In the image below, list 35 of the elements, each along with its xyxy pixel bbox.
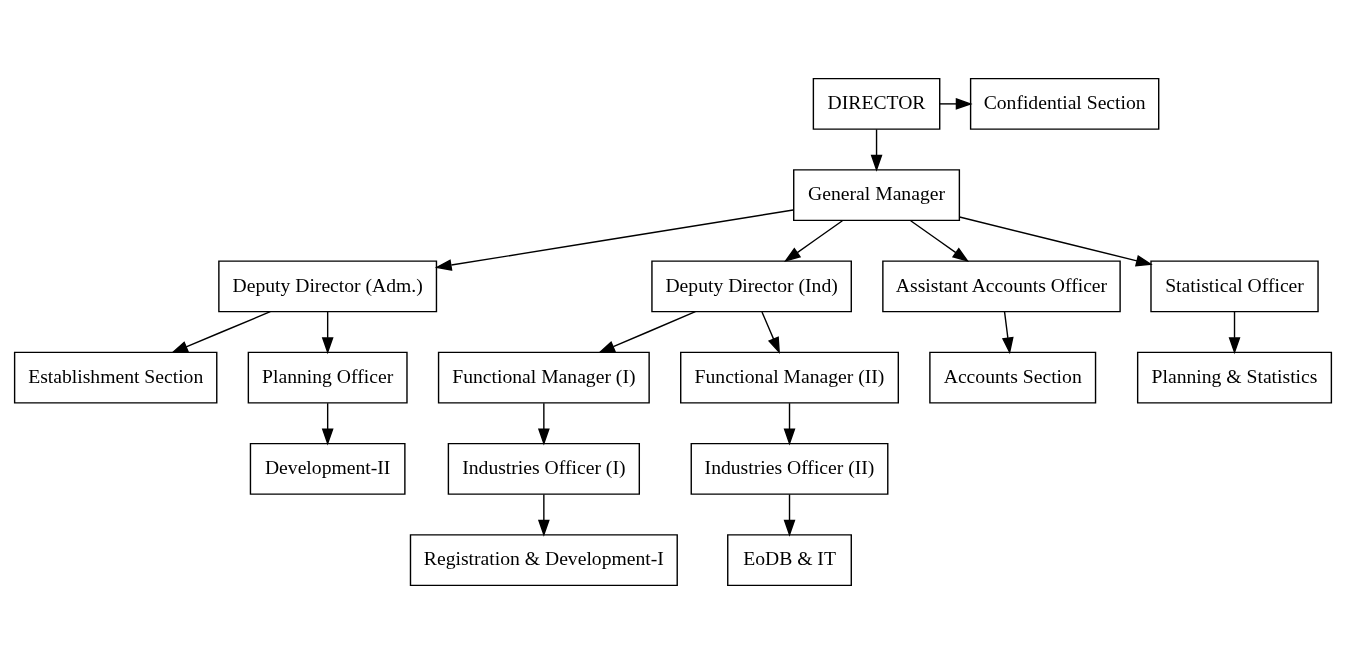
- arrow: [761, 310, 780, 354]
- arrow: [321, 310, 334, 354]
- node-box: DIRECTOR: [812, 77, 941, 130]
- arrow: [783, 493, 796, 537]
- arrow: [1001, 310, 1014, 354]
- node-box: EoDB & IT: [727, 533, 852, 586]
- arrow: [958, 215, 1153, 266]
- node-box: Statistical Officer: [1150, 259, 1319, 312]
- node-box: General Manager: [793, 168, 961, 221]
- arrow: [171, 310, 271, 353]
- node-box: Functional Manager (II): [680, 351, 899, 404]
- node-box: Planning Officer: [247, 351, 408, 404]
- arrow: [598, 310, 697, 353]
- arrow: [321, 402, 334, 445]
- node-box: Functional Manager (I): [437, 351, 650, 404]
- node-box: Establishment Section: [13, 351, 218, 404]
- arrow: [537, 493, 550, 537]
- arrow: [1228, 310, 1241, 354]
- node-box: Registration & Development-I: [409, 533, 678, 586]
- node-box: Assistant Accounts Officer: [882, 259, 1121, 312]
- arrow: [434, 208, 794, 271]
- node-box: Industries Officer (II): [690, 442, 889, 495]
- node-box: Planning & Statistics: [1136, 351, 1333, 404]
- arrow: [783, 402, 796, 445]
- arrow: [784, 219, 844, 262]
- arrow: [870, 128, 883, 172]
- arrow: [537, 402, 550, 445]
- node-box: Accounts Section: [929, 351, 1097, 404]
- node-box: Development-II: [249, 442, 406, 495]
- arrow: [910, 219, 970, 262]
- node-box: Deputy Director (Ind): [651, 259, 852, 312]
- node-box: Confidential Section: [969, 77, 1160, 130]
- arrow: [939, 97, 973, 110]
- node-box: Deputy Director (Adm.): [218, 259, 438, 312]
- node-box: Industries Officer (I): [447, 442, 640, 495]
